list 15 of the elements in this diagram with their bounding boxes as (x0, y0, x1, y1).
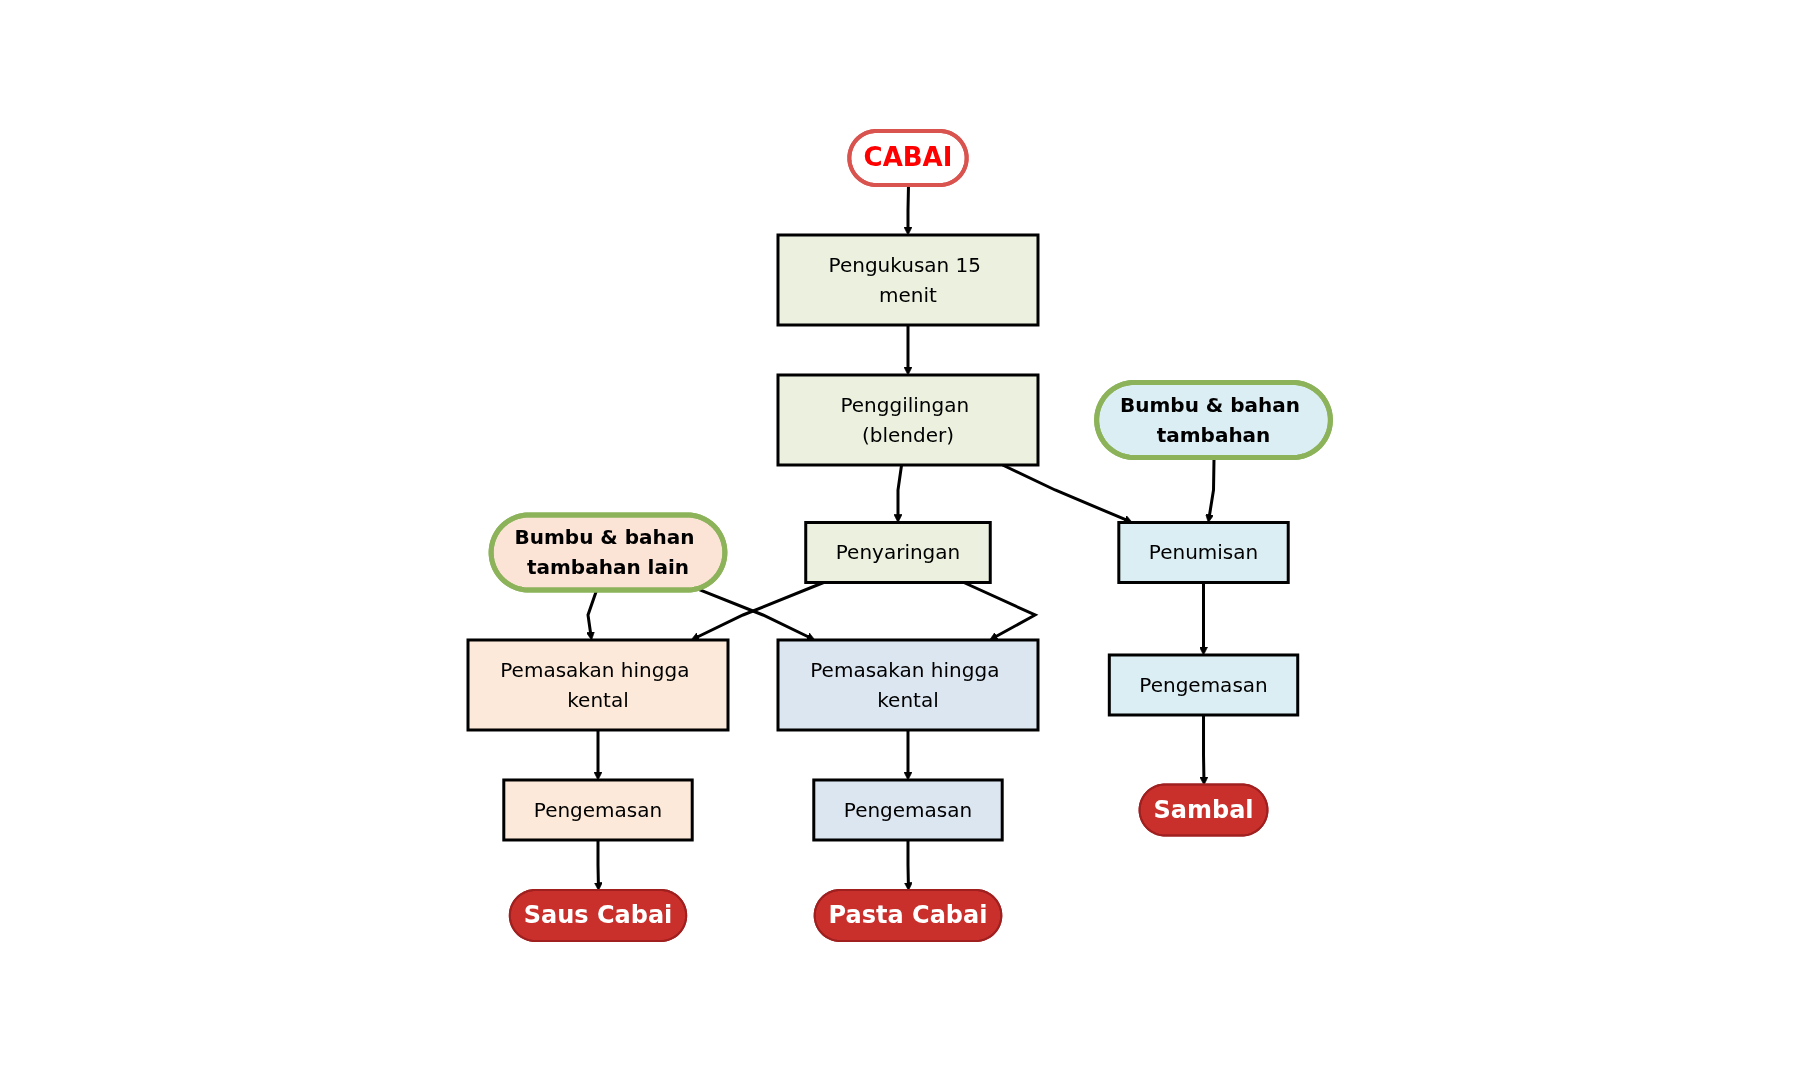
node-box: Penyaringan (804, 521, 992, 584)
node-box: Penggilingan (blender) (776, 373, 1040, 467)
arrow (903, 840, 913, 891)
node-box: Pengukusan 15 menit (776, 233, 1040, 327)
arrow (593, 840, 603, 891)
node-box: Pemasakan hingga kental (466, 638, 730, 732)
arrow (903, 185, 913, 236)
arrow (893, 464, 903, 523)
node-box: Pemasakan hingga kental (776, 638, 1040, 732)
arrow (903, 325, 913, 376)
node-box: Pengemasan (1107, 653, 1300, 717)
node-box: Pengemasan (502, 778, 694, 842)
node-box: Pengemasan (812, 778, 1004, 842)
arrow (1199, 715, 1209, 786)
node-box: Penumisan (1117, 521, 1290, 584)
